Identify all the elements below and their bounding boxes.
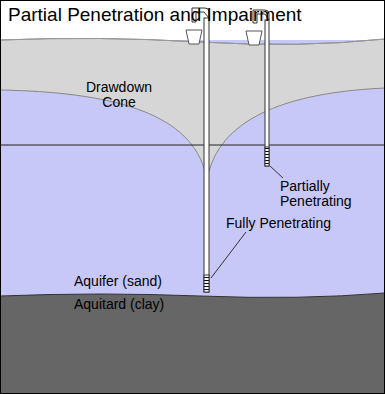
bucket bbox=[186, 30, 202, 44]
aquitard-fill bbox=[0, 293, 385, 394]
well-casing bbox=[204, 18, 209, 292]
strata-label: Aquifer (sand) bbox=[74, 274, 162, 289]
strata-band: Aquitard (clay) bbox=[0, 296, 385, 394]
leader-line bbox=[270, 166, 283, 178]
leader-line bbox=[211, 232, 246, 278]
strata-label: Aquitard (clay) bbox=[74, 297, 164, 312]
water-table bbox=[0, 145, 385, 146]
drawdown-cone bbox=[0, 38, 385, 178]
well-screen bbox=[265, 147, 269, 166]
well-screen bbox=[204, 275, 209, 292]
well-casing bbox=[265, 20, 269, 166]
zone-label: Drawdown Cone bbox=[80, 80, 158, 109]
diagram-title: Partial Penetration and Impairment bbox=[8, 5, 302, 25]
well-label: Partially Penetrating bbox=[280, 179, 366, 208]
bucket bbox=[246, 31, 262, 45]
well-label: Fully Penetrating bbox=[226, 216, 336, 231]
